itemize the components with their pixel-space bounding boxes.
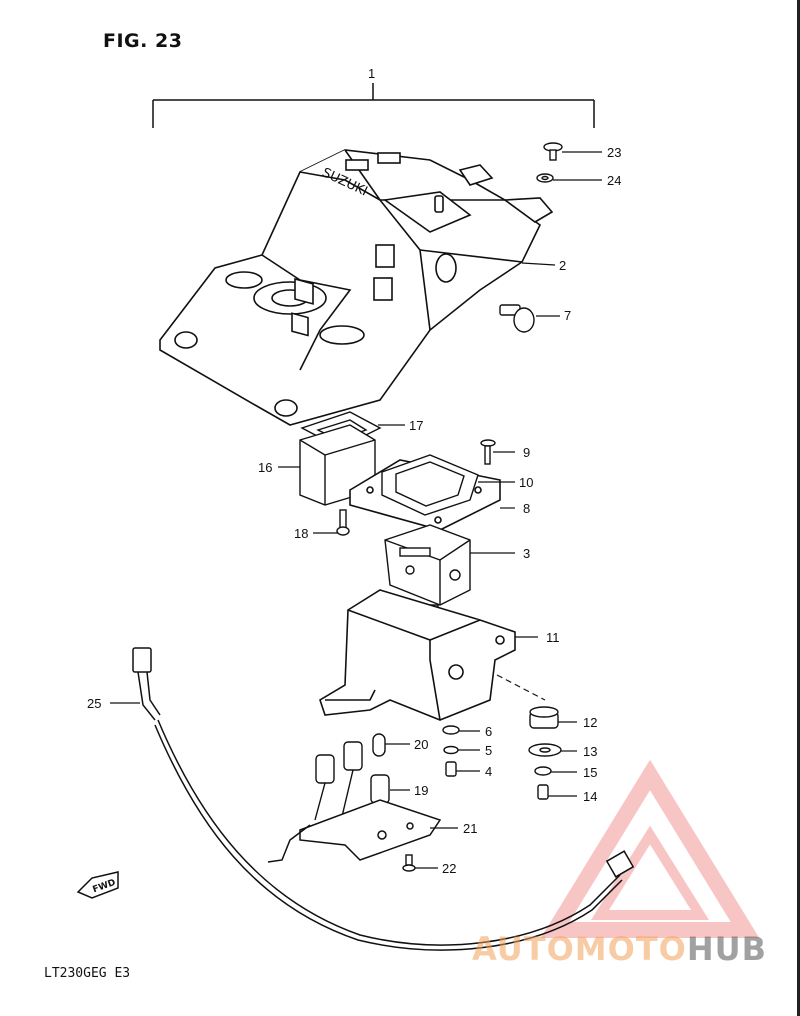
callout-20: 20 (414, 737, 429, 752)
gasket-10 (381, 454, 479, 516)
callout-6: 6 (485, 724, 493, 739)
page-edge (797, 0, 800, 1016)
callout-3: 3 (523, 546, 531, 561)
nut-15 (534, 766, 552, 776)
bulb-20 (372, 733, 386, 757)
grommet-12 (529, 706, 559, 729)
callout-2: 2 (559, 258, 567, 273)
bolt-14 (537, 784, 549, 800)
callout-5: 5 (485, 743, 493, 758)
callout-19: 19 (414, 783, 429, 798)
callout-7: 7 (564, 308, 572, 323)
callout-10: 10 (519, 475, 534, 490)
screw-22 (402, 854, 416, 872)
callout-13: 13 (583, 744, 598, 759)
callout-23: 23 (607, 145, 622, 160)
screw-23 (543, 142, 563, 161)
callout-17: 17 (409, 418, 424, 433)
fwd-arrow: FWD (76, 871, 119, 899)
screw-18 (336, 509, 350, 536)
watermark-text: AUTOMOTOHUB (472, 930, 792, 970)
washer-6 (442, 725, 460, 735)
callout-25: 25 (87, 696, 102, 711)
watermark-logo (540, 759, 760, 938)
screw-4 (445, 761, 457, 777)
callout-14: 14 (583, 789, 598, 804)
watermark-part2: HUB (686, 930, 768, 968)
callout-21: 21 (463, 821, 478, 836)
watermark-part1: AUTOMOTO (472, 930, 687, 968)
callout-11: 11 (546, 630, 560, 645)
assembly-bracket (152, 83, 595, 128)
callout-22: 22 (442, 861, 457, 876)
washer-24 (536, 173, 554, 183)
callout-18: 18 (294, 526, 309, 541)
leader-lines (110, 151, 602, 869)
bracket-21 (299, 799, 442, 861)
speedometer-cable-25 (132, 647, 635, 951)
callout-8: 8 (523, 501, 531, 516)
meter-case-11 (319, 589, 516, 721)
model-code: LT230GEG E3 (44, 966, 131, 981)
callout-16: 16 (258, 460, 273, 475)
callout-24: 24 (607, 173, 622, 188)
washer-5 (443, 745, 459, 755)
knob-7 (499, 304, 535, 333)
callout-12: 12 (583, 715, 598, 730)
wire-harness (267, 824, 311, 863)
meter-cover: SUZUKI (159, 149, 554, 426)
lamp-housing-16 (299, 424, 376, 506)
callout-9: 9 (523, 445, 531, 460)
callout-4: 4 (485, 764, 493, 779)
washer-13 (528, 743, 562, 757)
callout-1: 1 (368, 66, 376, 81)
callout-15: 15 (583, 765, 598, 780)
screw-9 (480, 439, 496, 465)
figure-title: FIG. 23 (103, 30, 183, 52)
leader-dash-11 (496, 674, 546, 701)
